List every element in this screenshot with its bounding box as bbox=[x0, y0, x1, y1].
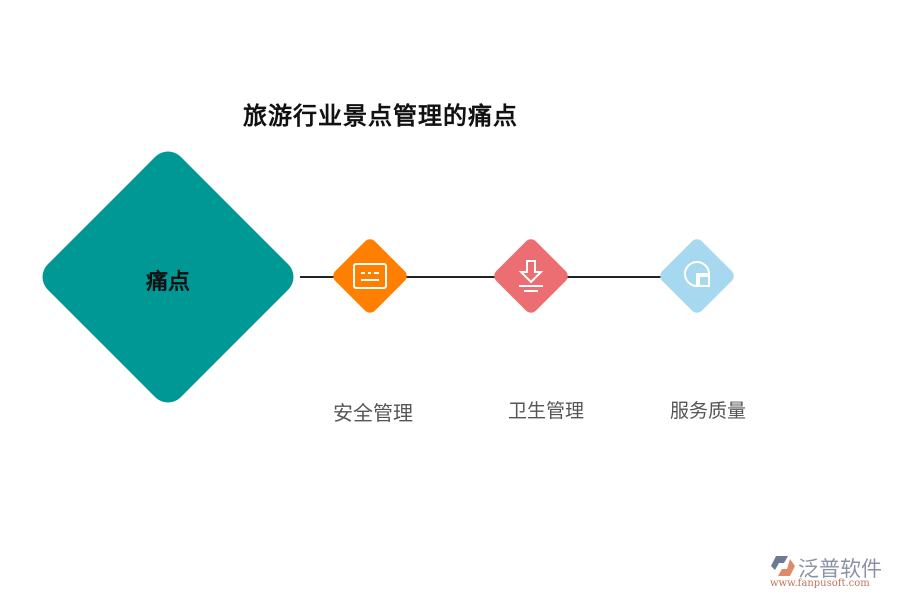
chart-square-icon bbox=[684, 261, 711, 288]
brand-logo-icon bbox=[771, 556, 795, 576]
main-node-label: 痛点 bbox=[145, 270, 190, 295]
connector-line bbox=[300, 276, 662, 278]
node-label-safety: 安全管理 bbox=[333, 401, 413, 425]
page-title: 旅游行业景点管理的痛点 bbox=[243, 102, 518, 130]
list-card-icon bbox=[353, 263, 387, 289]
watermark-brand: 泛普软件 bbox=[798, 557, 882, 581]
node-label-service: 服务质量 bbox=[669, 400, 746, 422]
node-label-hygiene: 卫生管理 bbox=[507, 400, 584, 422]
watermark-url: www.fanpusoft.com bbox=[770, 578, 870, 589]
download-icon bbox=[518, 260, 544, 292]
